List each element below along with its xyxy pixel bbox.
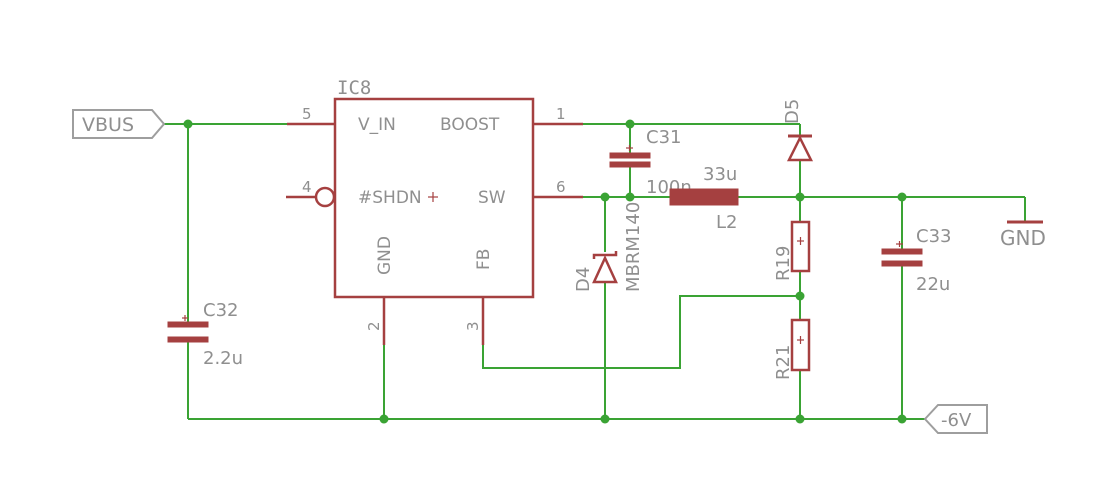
diode-d4: D4 MBRM140 xyxy=(573,202,644,292)
c33-plate-top xyxy=(881,248,923,255)
ic8-pin-vin-label: V_IN xyxy=(358,115,396,135)
d4-value: MBRM140 xyxy=(623,202,644,292)
junction-dot xyxy=(625,119,635,129)
ic8-pin-boost-number: 1 xyxy=(556,105,566,123)
l2-value: 33u xyxy=(703,164,737,185)
junction-dot xyxy=(795,414,805,424)
ic8-pin-sw-number: 6 xyxy=(556,178,566,196)
ic8-pin-vin-number: 5 xyxy=(302,105,312,123)
ic8-pin-gnd-label: GND xyxy=(375,236,395,275)
ic8-pin-shdn-bubble xyxy=(314,186,336,208)
c33-value: 22u xyxy=(916,274,950,295)
ic8-pin-shdn-number: 4 xyxy=(302,178,312,196)
c33-plate-bottom xyxy=(881,260,923,267)
l2-name: L2 xyxy=(716,212,737,233)
r19-name: R19 xyxy=(773,246,794,281)
capacitor-c31: C31 100n xyxy=(609,127,692,198)
junction-dot xyxy=(897,414,907,424)
gnd-label: GND xyxy=(1000,226,1046,250)
port-neg6v-label: -6V xyxy=(941,410,972,431)
l2-body xyxy=(669,188,739,206)
c31-name: C31 xyxy=(646,127,681,148)
ic8-pin-fb-number: 3 xyxy=(464,321,482,331)
junction-dot xyxy=(625,192,635,202)
diode-d5: D5 xyxy=(782,99,814,162)
junction-dot xyxy=(600,414,610,424)
capacitor-c32: C32 2.2u xyxy=(167,300,243,369)
d4-name: D4 xyxy=(573,267,594,292)
d5-triangle xyxy=(786,135,814,162)
junction-dot xyxy=(600,192,610,202)
junction-dot xyxy=(795,192,805,202)
c33-name: C33 xyxy=(916,226,951,247)
junction-dot xyxy=(379,414,389,424)
wire-fb-divider xyxy=(482,295,800,369)
r19-body xyxy=(790,220,811,273)
port-neg6v-shape xyxy=(923,404,988,434)
wires xyxy=(164,123,1026,420)
port-vbus: VBUS xyxy=(72,109,166,139)
d5-name: D5 xyxy=(782,99,803,124)
port-vbus-shape xyxy=(72,109,166,139)
ic8-pin-fb-label: FB xyxy=(474,249,494,270)
c31-plate-top xyxy=(609,152,651,159)
c32-plate-bottom xyxy=(167,336,209,343)
junction-dot xyxy=(795,291,805,301)
ic8-pin-sw-label: SW xyxy=(478,188,506,208)
junction-dot xyxy=(897,192,907,202)
c32-name: C32 xyxy=(203,300,238,321)
resistor-r19: R19 xyxy=(773,220,811,281)
r21-name: R21 xyxy=(773,345,794,380)
ic8-pin-shdn-label: #SHDN xyxy=(358,188,422,208)
junction-dot xyxy=(183,119,193,129)
ic8-name: IC8 xyxy=(337,77,371,99)
c32-value: 2.2u xyxy=(203,348,243,369)
inductor-l2: 33u L2 xyxy=(669,164,739,233)
resistor-r21: R21 xyxy=(773,318,811,380)
capacitor-c33: C33 22u xyxy=(881,226,951,295)
port-neg6v: -6V xyxy=(923,404,988,434)
junctions xyxy=(183,119,907,424)
c31-plate-bottom xyxy=(609,161,651,168)
gnd-symbol: GND xyxy=(1000,220,1046,250)
ic8: IC8 V_IN BOOST #SHDN SW GND FB 5 1 4 6 2… xyxy=(286,77,583,345)
port-vbus-label: VBUS xyxy=(82,114,134,136)
c32-plate-top xyxy=(167,321,209,328)
r21-body xyxy=(790,318,811,372)
d4-triangle xyxy=(592,254,618,284)
ic8-pin-gnd-number: 2 xyxy=(365,321,383,331)
ic8-pin-boost-label: BOOST xyxy=(440,115,500,135)
